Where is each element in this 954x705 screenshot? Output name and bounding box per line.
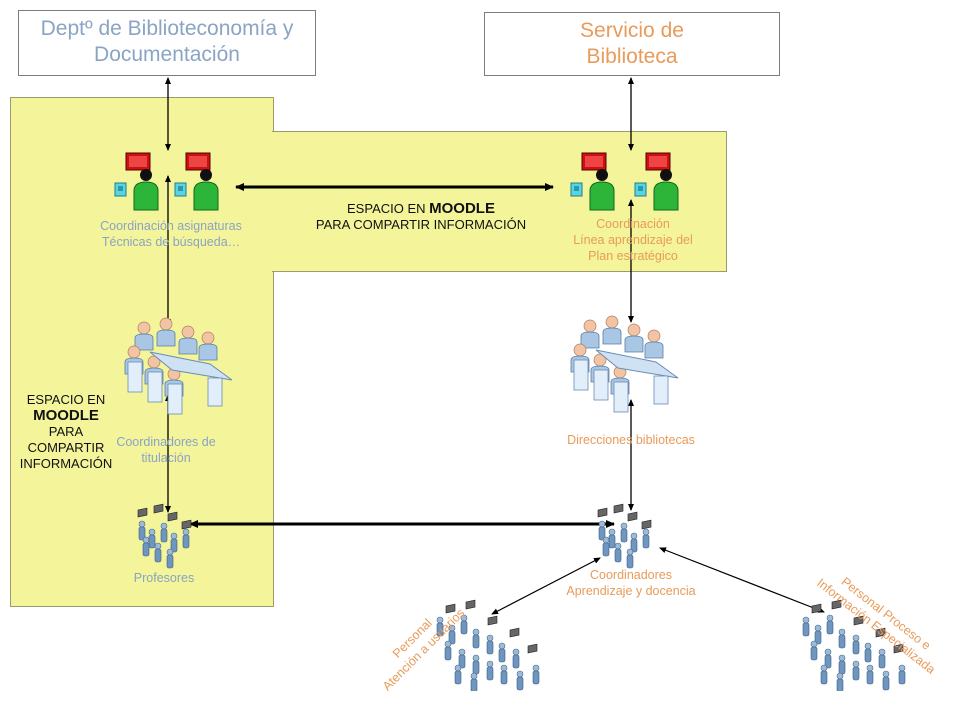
coordinadores-aprendizaje-icon: [598, 504, 651, 568]
profesores-text: Profesores: [133, 571, 195, 585]
coordinacion-linea-icon: [570, 152, 679, 211]
coord-asignaturas-label: Coordinación asignaturas Técnicas de bús…: [76, 218, 266, 250]
moodle-h-bold: MOODLE: [429, 200, 495, 217]
coord-linea-line2: Línea aprendizaje del: [573, 233, 693, 247]
profesores-icon: [138, 504, 191, 568]
profesores-label: Profesores: [114, 570, 214, 586]
moodle-v-line4: COMPARTIR: [27, 440, 105, 455]
moodle-h-line2: PARA COMPARTIR INFORMACIÓN: [315, 217, 527, 232]
moodle-horizontal-caption: ESPACIO EN MOODLE PARA COMPARTIR INFORMA…: [286, 201, 556, 233]
direcciones-bibliotecas-icon: [571, 316, 678, 412]
coord-asig-line1: Coordinación asignaturas: [100, 219, 242, 233]
moodle-v-line3: PARA: [48, 424, 84, 439]
coord-apr-line2: Aprendizaje y docencia: [566, 584, 696, 598]
coord-tit-line2: titulación: [141, 451, 191, 465]
direcciones-text: Direcciones bibliotecas: [567, 433, 695, 447]
coord-linea-line3: Plan estratégico: [588, 249, 678, 263]
coord-tit-line1: Coordinadores de: [116, 435, 216, 449]
coordinadores-titulacion-icon: [125, 318, 232, 414]
coord-apr-line1: Coordinadores: [590, 568, 672, 582]
connector-coord-personal-proceso: [659, 547, 825, 613]
connector-coord-personal-atencion: [491, 557, 601, 615]
dept-title-line1: Deptº de Biblioteconomía y: [40, 17, 294, 40]
moodle-v-line1: ESPACIO EN: [26, 392, 106, 407]
servicio-title-line1: Servicio de: [580, 19, 684, 42]
direcciones-label: Direcciones bibliotecas: [546, 432, 716, 448]
servicio-title-line2: Biblioteca: [586, 45, 678, 68]
moodle-vertical-caption: ESPACIO EN MOODLE PARA COMPARTIR INFORMA…: [12, 392, 120, 472]
moodle-v-line5: INFORMACIÓN: [19, 456, 113, 471]
coord-linea-label: Coordinación Línea aprendizaje del Plan …: [548, 216, 718, 264]
moodle-v-line2: MOODLE: [33, 407, 99, 424]
dept-box: Deptº de Biblioteconomía y Documentación: [18, 10, 316, 76]
servicio-box: Servicio de Biblioteca: [484, 12, 780, 76]
coord-titulacion-label: Coordinadores de titulación: [96, 434, 236, 466]
coord-asig-line2: Técnicas de búsqueda…: [101, 235, 241, 249]
coordinacion-asignaturas-icon: [114, 152, 219, 211]
moodle-h-prefix: ESPACIO EN: [347, 201, 430, 216]
coord-aprendizaje-label: Coordinadores Aprendizaje y docencia: [546, 567, 716, 599]
coord-linea-line1: Coordinación: [596, 217, 670, 231]
dept-title-line2: Documentación: [94, 43, 240, 66]
